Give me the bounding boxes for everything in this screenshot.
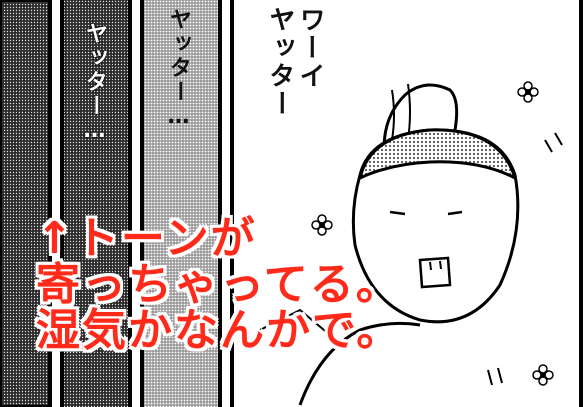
panel-strip-3 (140, 0, 222, 407)
red-annotation: ↑トーンが 寄っちゃってる。 湿気かなんかで。 (36, 216, 402, 354)
shout-line-1: ワーイ (295, 6, 325, 90)
annotation-line-1: ↑トーンが (36, 213, 257, 264)
annotation-line-3: 湿気かなんかで。 (36, 305, 403, 356)
main-panel (230, 0, 585, 407)
dialogue-strip-3: ヤッター… (166, 8, 191, 131)
panel-strip-2 (60, 0, 132, 407)
panel-strip-1 (0, 0, 52, 407)
shout-line-2: ヤッター (265, 6, 295, 118)
annotation-line-2: 寄っちゃってる。 (36, 259, 402, 310)
dialogue-strip-2: ヤッター… (82, 22, 107, 145)
